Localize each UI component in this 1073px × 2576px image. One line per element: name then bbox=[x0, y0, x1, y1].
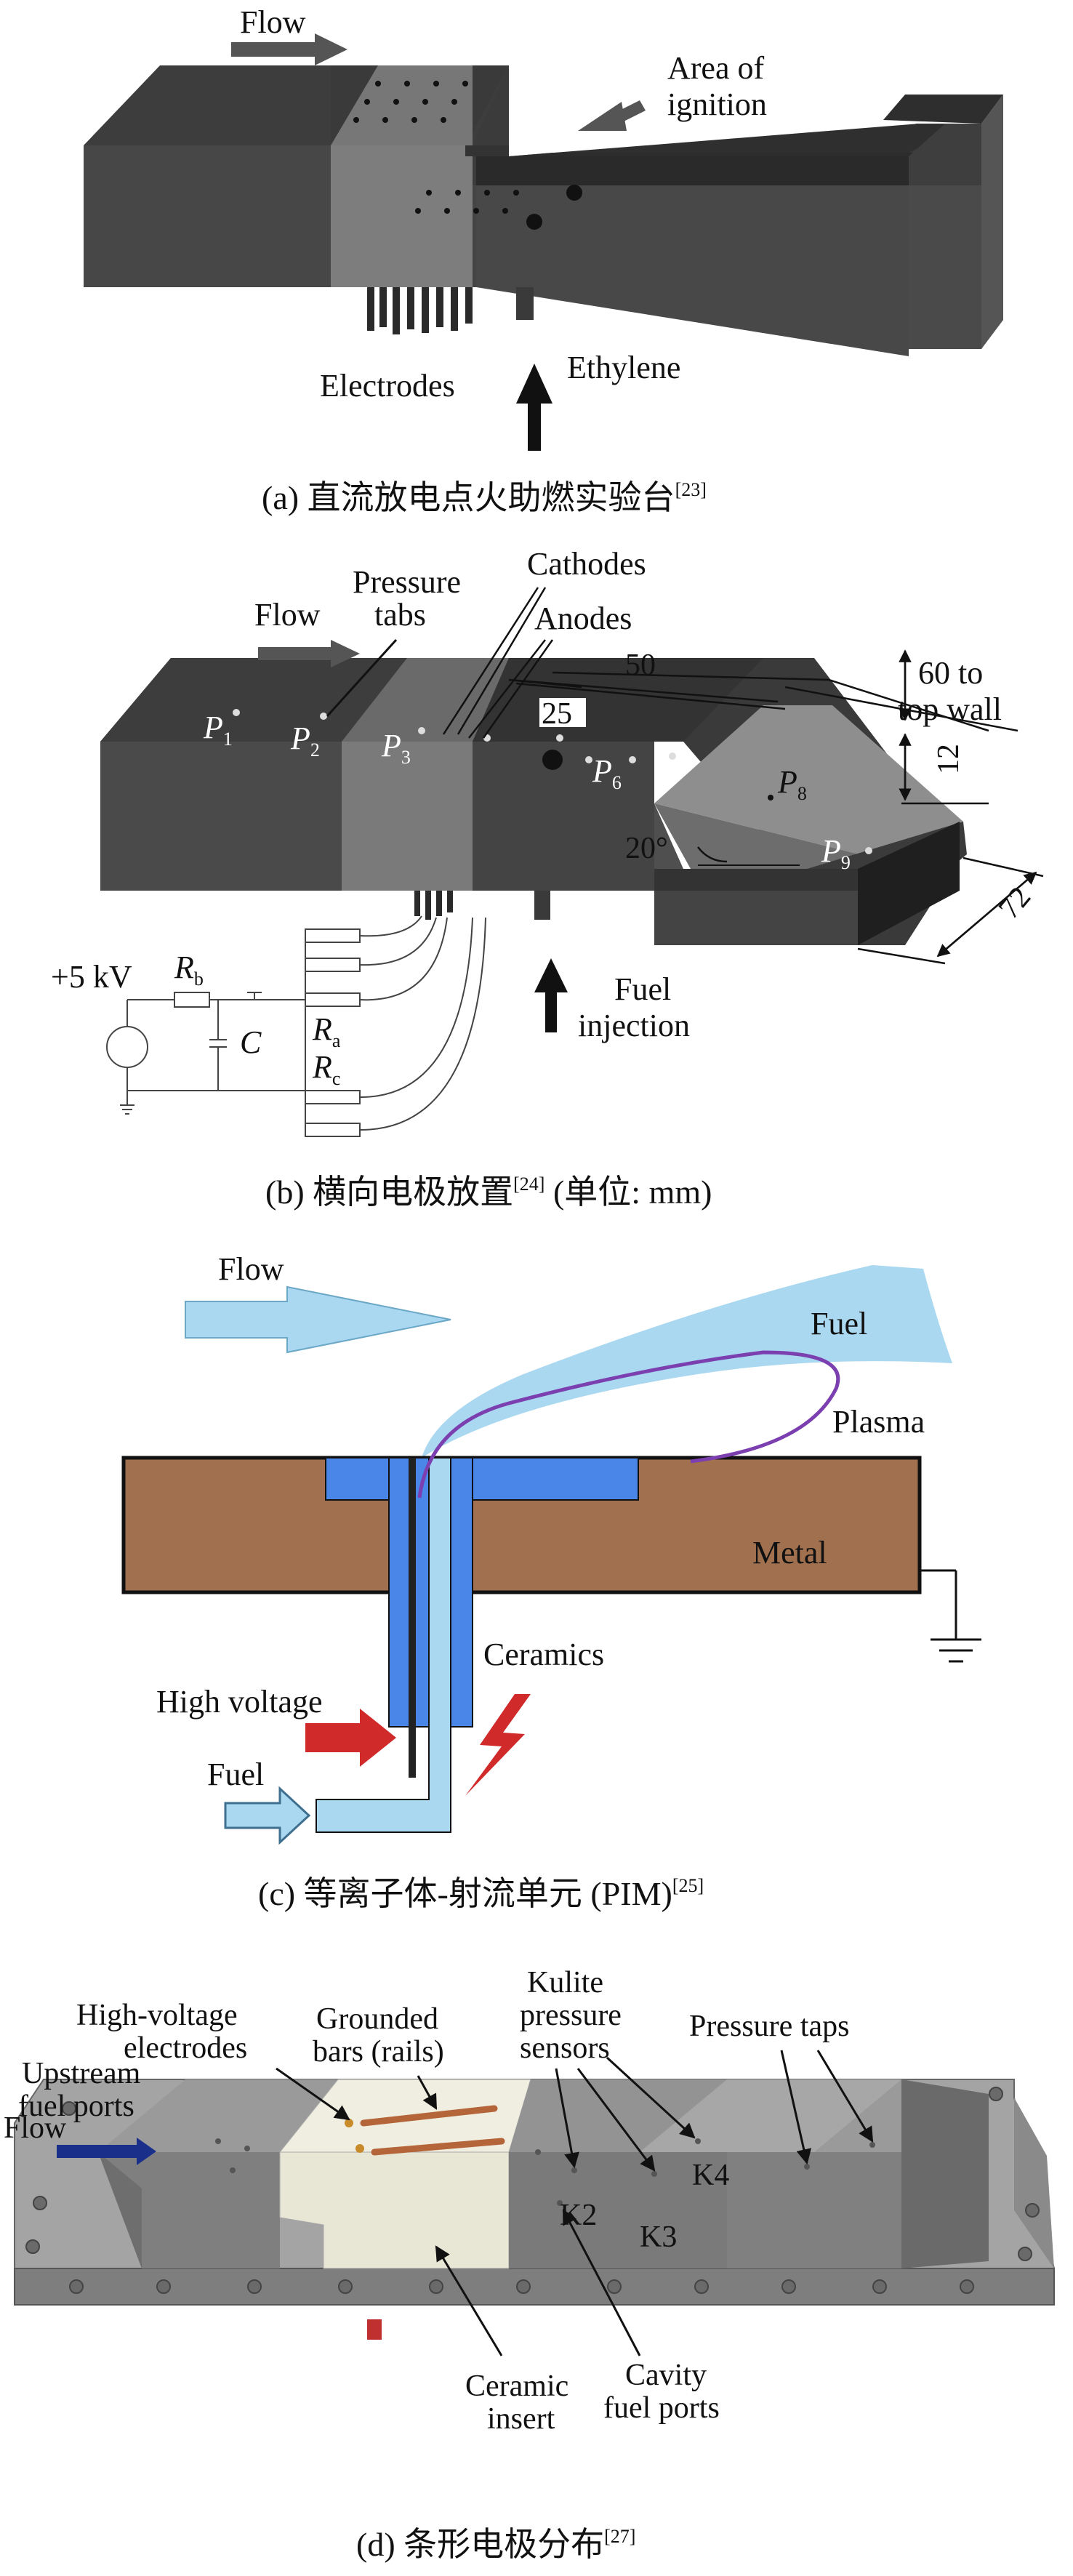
hv-electrodes-line1: High-voltage bbox=[76, 1999, 238, 2032]
hv-electrode-1 bbox=[345, 2119, 353, 2127]
area-label-line1: Area of bbox=[667, 50, 764, 86]
fuel-injection-line1: Fuel bbox=[614, 971, 671, 1007]
label-p2: P2 bbox=[290, 721, 320, 761]
cathodes-label: Cathodes bbox=[527, 546, 646, 582]
hv-leader bbox=[276, 2067, 350, 2121]
pressure-label-line2: tabs bbox=[374, 597, 426, 633]
caption-d: (d) 条形电极分布[27] bbox=[356, 2526, 635, 2563]
dim-25: 25 bbox=[542, 697, 572, 731]
combustor-block-a bbox=[84, 65, 1003, 356]
upstream-line2: fuel ports bbox=[18, 2090, 134, 2123]
grounded-line1: Grounded bbox=[316, 2002, 438, 2036]
cathode-anode-leaders bbox=[442, 587, 554, 739]
ceramic-line2: insert bbox=[487, 2402, 555, 2436]
flow-arrow-b bbox=[258, 640, 360, 667]
ra-label: Ra bbox=[312, 1011, 341, 1051]
rail-2 bbox=[371, 2138, 505, 2156]
ground-symbol bbox=[920, 1569, 981, 1663]
ethylene-arrow bbox=[516, 364, 552, 451]
high-voltage-label: High voltage bbox=[156, 1684, 323, 1720]
electrodes-label: Electrodes bbox=[320, 368, 455, 404]
kulite-leaders bbox=[555, 2056, 696, 2172]
dim-12: 12 bbox=[932, 744, 965, 774]
fuel-top-label: Fuel bbox=[811, 1306, 867, 1341]
pressure-leader bbox=[326, 638, 398, 718]
rb-label: Rb bbox=[174, 950, 204, 990]
flow-label-d: Flow bbox=[4, 2111, 67, 2145]
fuel-bottom-label: Fuel bbox=[207, 1757, 264, 1792]
label-p6: P6 bbox=[592, 753, 622, 793]
cavity-line1: Cavity bbox=[625, 2359, 707, 2392]
pressure-taps-label: Pressure taps bbox=[689, 2010, 849, 2043]
fuel-injection-line2: injection bbox=[578, 1008, 690, 1043]
hv-electrodes-line2: electrodes bbox=[124, 2031, 247, 2065]
pressure-label-line1: Pressure bbox=[353, 564, 461, 600]
panel-c: Flow Fuel Metal Ceramics Plasma bbox=[121, 1251, 981, 1912]
rc-label: Rc bbox=[312, 1049, 340, 1089]
caption-b: (b) 横向电极放置[24] (单位: mm) bbox=[265, 1173, 712, 1211]
ignition-arrow bbox=[578, 100, 646, 131]
fuel-inlet-arrow bbox=[224, 1786, 311, 1845]
ethylene-label: Ethylene bbox=[567, 350, 680, 385]
fuel-plume bbox=[422, 1265, 952, 1458]
ceramic-line1: Ceramic bbox=[465, 2370, 568, 2403]
fuel-channel bbox=[316, 1457, 451, 1833]
panel-d: Flow High-voltage electrodes Grounded ba… bbox=[4, 1966, 1056, 2563]
dimension-lines-b bbox=[508, 649, 1044, 965]
flow-arrow-a bbox=[231, 33, 347, 65]
flow-arrow-c bbox=[185, 1285, 451, 1354]
combustor-model-d bbox=[98, 2079, 989, 2340]
angle-label: 20° bbox=[625, 832, 668, 865]
kulite-line2: pressure bbox=[520, 1999, 622, 2032]
dim-60-line1: 60 to bbox=[918, 655, 983, 691]
plasma-arc bbox=[417, 1350, 840, 1498]
ethylene-injector bbox=[516, 287, 534, 320]
cavity-line2: fuel ports bbox=[603, 2391, 720, 2425]
grounded-line2: bars (rails) bbox=[313, 2035, 444, 2069]
ceramics-label: Ceramics bbox=[483, 1637, 604, 1672]
fuel-injection-arrow bbox=[534, 958, 568, 1032]
lightning-icon bbox=[465, 1694, 531, 1796]
kulite-line1: Kulite bbox=[527, 1966, 603, 1999]
caption-c: (c) 等离子体-射流单元 (PIM)[25] bbox=[258, 1875, 704, 1912]
panel-b: Flow Pressure tabs Cathodes Anodes bbox=[51, 546, 1044, 1211]
label-p9: P9 bbox=[821, 833, 851, 873]
ceramic-leader bbox=[435, 2245, 503, 2356]
pressure-taps-leaders bbox=[780, 2050, 874, 2165]
flow-arrow-d bbox=[57, 2138, 156, 2165]
high-voltage-arrow bbox=[305, 1709, 396, 1767]
area-label-line2: ignition bbox=[667, 87, 767, 122]
label-p1: P1 bbox=[203, 710, 233, 750]
upstream-line1: Upstream bbox=[22, 2057, 141, 2090]
dim-50: 50 bbox=[625, 649, 656, 682]
plasma-label: Plasma bbox=[832, 1404, 925, 1440]
grounded-leader bbox=[417, 2075, 438, 2110]
electrode-pins bbox=[367, 287, 473, 334]
label-p8: P8 bbox=[777, 764, 807, 804]
metal-label: Metal bbox=[752, 1535, 827, 1570]
flow-label-a: Flow bbox=[240, 4, 306, 40]
red-fitting bbox=[367, 2319, 382, 2340]
k3-label: K3 bbox=[640, 2220, 677, 2254]
dim-72: 72 bbox=[992, 880, 1037, 926]
k4-label: K4 bbox=[692, 2159, 729, 2192]
flow-label-b: Flow bbox=[254, 597, 321, 633]
anodes-label: Anodes bbox=[534, 601, 632, 636]
label-p3: P3 bbox=[381, 728, 411, 768]
rail-1 bbox=[360, 2105, 498, 2127]
voltage-label: +5 kV bbox=[51, 959, 132, 995]
kulite-line3: sensors bbox=[520, 2031, 610, 2065]
circuit-diagram bbox=[106, 915, 486, 1137]
dim-25-bg bbox=[539, 698, 586, 727]
c-label: C bbox=[240, 1024, 262, 1060]
cavity-leader bbox=[562, 2209, 641, 2356]
panel-a: Flow Area of ignition bbox=[84, 4, 1003, 516]
dim-60-line2: top wall bbox=[898, 691, 1002, 727]
caption-a: (a) 直流放电点火助燃实验台[23] bbox=[262, 479, 707, 516]
hv-electrode-2 bbox=[355, 2144, 364, 2153]
flow-label-c: Flow bbox=[218, 1251, 284, 1287]
combustor-block-b bbox=[100, 658, 967, 945]
